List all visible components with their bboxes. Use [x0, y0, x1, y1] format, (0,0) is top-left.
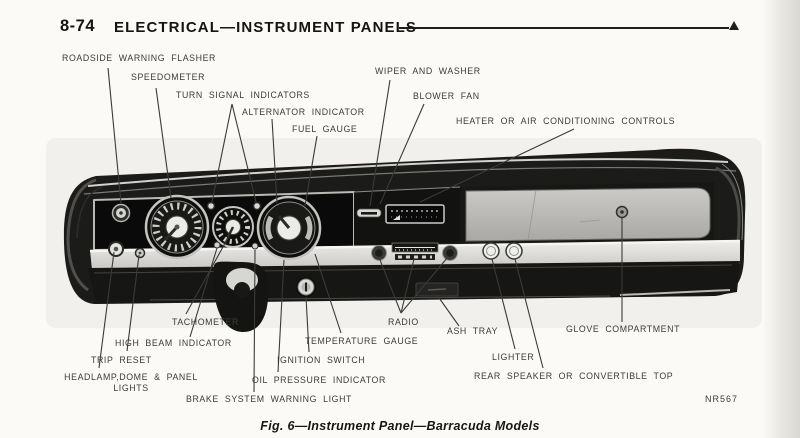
callout-speedometer: SPEEDOMETER	[131, 72, 206, 82]
callout-brake-system-warning-light: BRAKE SYSTEM WARNING LIGHT	[186, 394, 353, 404]
leader-headlamp-lights	[98, 251, 115, 369]
lighter-knob	[482, 242, 500, 260]
leader-blower-fan	[379, 103, 425, 205]
wiper-washer-switch	[356, 208, 382, 218]
leader-fuel-gauge	[304, 135, 318, 207]
callout-lighter: LIGHTER	[492, 352, 535, 362]
callout-alternator-indicator: ALTERNATOR INDICATOR	[242, 107, 365, 117]
tachometer-gauge	[212, 206, 254, 248]
figure-caption: Fig. 6—Instrument Panel—Barracuda Models	[260, 419, 540, 433]
leader-roadside-warning-flasher	[107, 67, 122, 204]
leader-brake-system-warning-light	[253, 249, 256, 393]
turn-signal-indicator-lamps	[206, 201, 262, 211]
callout-radio: RADIO	[388, 317, 419, 327]
header-arrow-icon	[729, 21, 739, 30]
callout-roadside-warning-flasher: ROADSIDE WARNING FLASHER	[62, 53, 216, 63]
leader-radio-1	[379, 259, 402, 314]
callout-headlamp-dome-panel-lights: HEADLAMP,DOME & PANEL LIGHTS	[56, 372, 206, 394]
callout-ash-tray: ASH TRAY	[447, 326, 498, 336]
radio-unit	[371, 242, 458, 261]
callout-temperature-gauge: TEMPERATURE GAUGE	[305, 336, 419, 346]
page-edge-shadow	[763, 0, 800, 438]
heater-control-panel	[385, 204, 445, 224]
leader-high-beam-indicator	[189, 247, 218, 338]
leader-rear-speaker	[514, 258, 544, 369]
callout-trip-reset: TRIP RESET	[91, 355, 152, 365]
leader-heater-controls	[419, 128, 575, 203]
section-title: ELECTRICAL—INSTRUMENT PANELS	[114, 19, 418, 36]
trip-reset-knob	[134, 247, 146, 259]
speedometer-gauge	[144, 194, 210, 260]
glove-compartment-door	[460, 182, 714, 242]
ignition-switch-part	[296, 277, 316, 297]
leader-radio-2	[400, 258, 415, 314]
roadside-flasher-knob	[111, 203, 131, 223]
figure-code: NR567	[705, 394, 739, 404]
ash-tray-part	[415, 282, 459, 297]
callout-high-beam-indicator: HIGH BEAM INDICATOR	[115, 338, 232, 348]
callout-heater-controls: HEATER OR AIR CONDITIONING CONTROLS	[456, 116, 676, 126]
callout-oil-pressure-indicator: OIL PRESSURE INDICATOR	[252, 375, 386, 385]
callout-rear-speaker-or-convertible-top: REAR SPEAKER OR CONVERTIBLE TOP	[474, 371, 674, 381]
leader-ignition-switch	[305, 296, 310, 353]
rear-speaker-knob	[505, 242, 523, 260]
callout-headlamp-line1: HEADLAMP,DOME & PANEL	[64, 372, 198, 382]
page-number: 8-74	[60, 17, 96, 35]
leader-alternator-indicator	[271, 118, 278, 204]
leader-temperature-gauge	[314, 253, 342, 334]
leader-lighter	[491, 258, 516, 350]
callout-blower-fan: BLOWER FAN	[413, 91, 480, 101]
callout-tachometer: TACHOMETER	[172, 317, 239, 327]
warning-indicator-lamps	[213, 241, 259, 250]
header-rule	[399, 27, 729, 29]
callout-fuel-gauge: FUEL GAUGE	[292, 124, 358, 134]
callout-wiper-and-washer: WIPER AND WASHER	[375, 66, 481, 76]
leader-trip-reset	[126, 254, 140, 352]
headlamp-switch-knob	[108, 241, 124, 257]
leader-ash-tray	[436, 294, 460, 327]
leader-tachometer	[185, 235, 230, 315]
callout-turn-signal-indicators: TURN SIGNAL INDICATORS	[176, 90, 310, 100]
leader-turn-signal-right	[231, 103, 257, 203]
callout-headlamp-line2: LIGHTS	[113, 383, 149, 393]
leader-turn-signal-left	[211, 103, 233, 203]
callout-glove-compartment: GLOVE COMPARTMENT	[566, 324, 681, 334]
leader-lines	[98, 67, 623, 393]
leader-radio-3	[400, 256, 449, 314]
fuel-temp-gauge-cluster	[256, 195, 322, 261]
callout-ignition-switch: IGNITION SWITCH	[277, 355, 366, 365]
leader-wiper-and-washer	[369, 79, 391, 207]
leader-speedometer	[155, 87, 172, 199]
leader-oil-pressure-indicator	[277, 259, 285, 373]
